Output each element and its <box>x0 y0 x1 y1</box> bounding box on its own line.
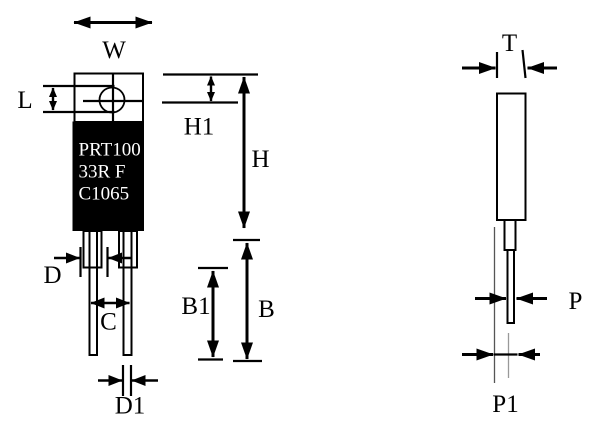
right-lead <box>122 230 133 356</box>
mounting-tab <box>73 72 144 123</box>
left-lead <box>88 230 98 356</box>
t-extension-right <box>521 49 527 79</box>
d-dimension-label: D <box>43 262 61 289</box>
p1-dimension-label: P1 <box>492 391 518 418</box>
l-dimension-label: L <box>17 87 32 114</box>
side-view: T P P1 <box>462 30 582 418</box>
p-dimension-label: P <box>569 288 583 315</box>
w-dimension-label: W <box>102 37 126 64</box>
right-lead-upper <box>118 230 138 269</box>
marking-line-1: PRT100 <box>79 140 141 161</box>
h1-dimension-label: H1 <box>184 114 215 141</box>
marking-line-3: C1065 <box>79 184 130 205</box>
left-lead-upper <box>82 230 103 269</box>
component-body <box>72 121 144 231</box>
side-lead <box>506 249 515 324</box>
t-dimension-label: T <box>502 30 517 57</box>
h-dimension-label: H <box>251 146 269 173</box>
b-dimension-label: B <box>258 296 275 323</box>
d1-dimension-label: D1 <box>115 393 146 420</box>
front-view: W L PRT100 33R F C1065 H1 <box>17 16 275 420</box>
b1-dimension-label: B1 <box>181 293 210 320</box>
marking-line-2: 33R F <box>79 162 126 183</box>
c-dimension-label: C <box>100 309 117 336</box>
side-body <box>496 92 527 221</box>
side-lead-upper <box>503 219 517 251</box>
